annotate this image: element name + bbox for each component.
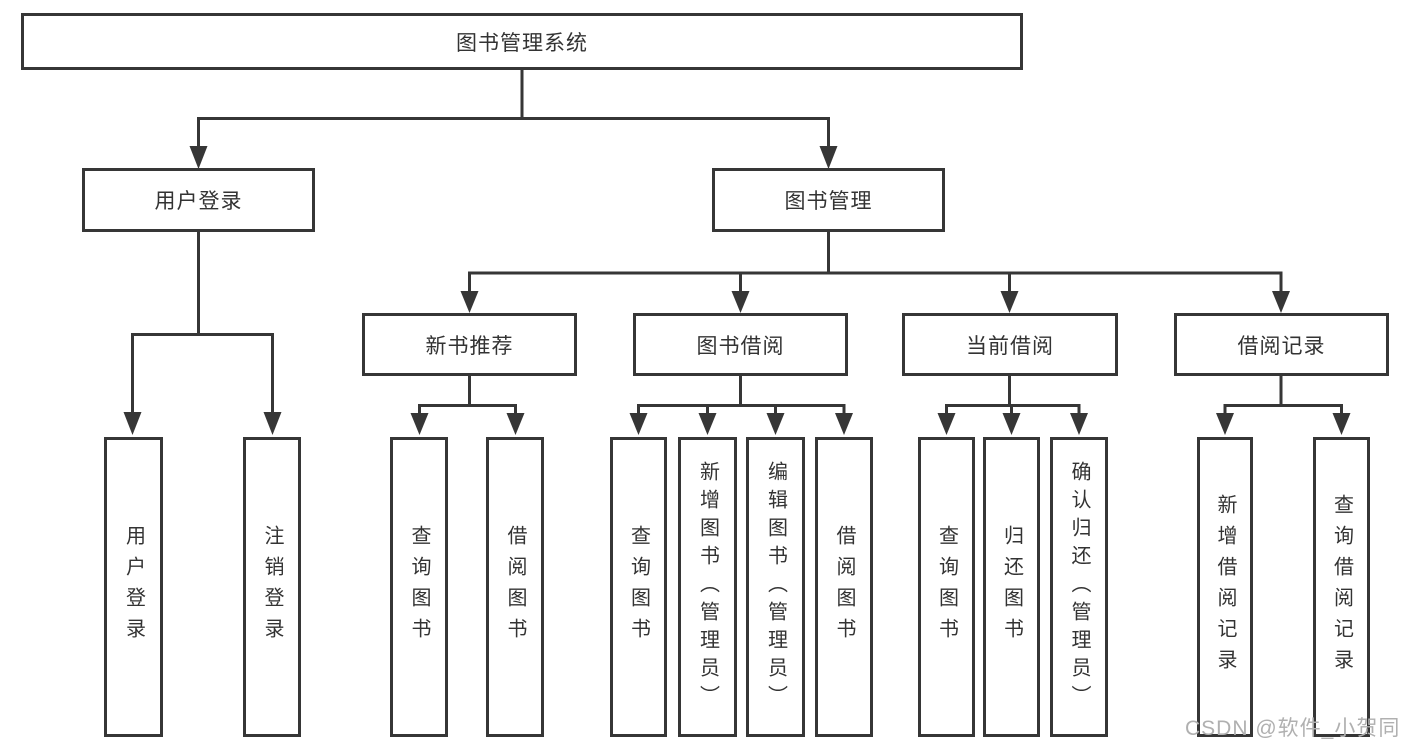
- node-user-login: 用户登录: [82, 168, 315, 232]
- leaf-logout-login: 注销登录: [243, 437, 301, 737]
- leaf-label: 借阅图书: [504, 525, 526, 649]
- leaf-label: 新增借阅记录: [1214, 494, 1236, 680]
- leaf-query-books-borrowing: 查询图书: [610, 437, 667, 737]
- connector-current-borrowing-to-leaves: [937, 376, 1088, 435]
- arrowhead-down: [731, 291, 750, 313]
- node-book-borrowing: 图书借阅: [633, 313, 848, 376]
- node-label: 用户登录: [154, 190, 243, 213]
- leaf-label: 查询图书: [408, 525, 430, 649]
- leaf-add-books-admin: 新增图书（管理员）: [678, 437, 737, 737]
- node-current-borrowing: 当前借阅: [902, 313, 1118, 376]
- leaf-borrow-books-borrowing: 借阅图书: [815, 437, 873, 737]
- leaf-query-books-current: 查询图书: [918, 437, 975, 737]
- arrowhead-down: [123, 412, 142, 435]
- leaf-label: 新增图书（管理员）: [696, 461, 719, 713]
- arrowhead-down: [766, 413, 785, 435]
- node-label: 图书管理: [784, 190, 873, 213]
- arrowhead-down: [1000, 291, 1019, 313]
- leaf-label: 编辑图书（管理员）: [764, 461, 787, 713]
- arrowhead-down: [835, 413, 853, 435]
- connector-book-management-to-level3: [460, 232, 1290, 313]
- leaf-label: 借阅图书: [833, 525, 855, 649]
- leaf-label: 归还图书: [1000, 525, 1023, 649]
- leaf-label: 查询图书: [627, 525, 650, 649]
- leaf-borrow-books-recommend: 借阅图书: [486, 437, 544, 737]
- arrowhead-down: [189, 146, 208, 169]
- arrowhead-down: [1332, 413, 1351, 435]
- arrowhead-down: [629, 413, 648, 435]
- node-new-book-recommend: 新书推荐: [362, 313, 577, 376]
- leaf-query-borrow-record: 查询借阅记录: [1313, 437, 1370, 737]
- arrowhead-down: [1216, 413, 1234, 435]
- leaf-label: 查询图书: [935, 525, 958, 649]
- arrowhead-down: [1070, 413, 1088, 435]
- leaf-label: 查询借阅记录: [1330, 494, 1353, 680]
- node-borrowing-records: 借阅记录: [1174, 313, 1389, 376]
- leaf-user-login: 用户登录: [104, 437, 163, 737]
- node-book-management: 图书管理: [712, 168, 945, 232]
- arrowhead-down: [460, 291, 479, 313]
- node-label: 借阅记录: [1237, 334, 1326, 358]
- leaf-add-borrow-record: 新增借阅记录: [1197, 437, 1253, 737]
- node-label: 新书推荐: [425, 334, 514, 358]
- node-root-system: 图书管理系统: [21, 13, 1023, 70]
- leaf-label: 注销登录: [261, 525, 283, 649]
- node-label: 当前借阅: [966, 334, 1054, 358]
- arrowhead-down: [1272, 291, 1290, 313]
- csdn-watermark: CSDN @软件_小贺同学: [1185, 717, 1401, 740]
- node-label: 图书管理系统: [456, 31, 588, 55]
- connector-root-to-level2: [189, 70, 838, 169]
- leaf-label: 确认归还（管理员）: [1068, 461, 1090, 713]
- arrowhead-down: [506, 413, 525, 435]
- connector-book-borrowing-to-leaves: [629, 376, 853, 435]
- arrowhead-down: [410, 413, 429, 435]
- connector-new-book-recommend-to-leaves: [410, 376, 525, 435]
- arrowhead-down: [819, 146, 838, 169]
- leaf-label: 用户登录: [122, 525, 145, 649]
- leaf-query-books-recommend: 查询图书: [390, 437, 448, 737]
- leaf-confirm-return-admin: 确认归还（管理员）: [1050, 437, 1108, 737]
- arrowhead-down: [937, 413, 956, 435]
- node-label: 图书借阅: [696, 334, 785, 358]
- arrowhead-down: [263, 412, 282, 435]
- arrowhead-down: [1002, 413, 1021, 435]
- arrowhead-down: [698, 413, 717, 435]
- connector-borrowing-records-to-leaves: [1216, 376, 1351, 435]
- connector-user-login-to-leaves: [123, 232, 282, 435]
- leaf-return-books: 归还图书: [983, 437, 1040, 737]
- leaf-edit-books-admin: 编辑图书（管理员）: [746, 437, 805, 737]
